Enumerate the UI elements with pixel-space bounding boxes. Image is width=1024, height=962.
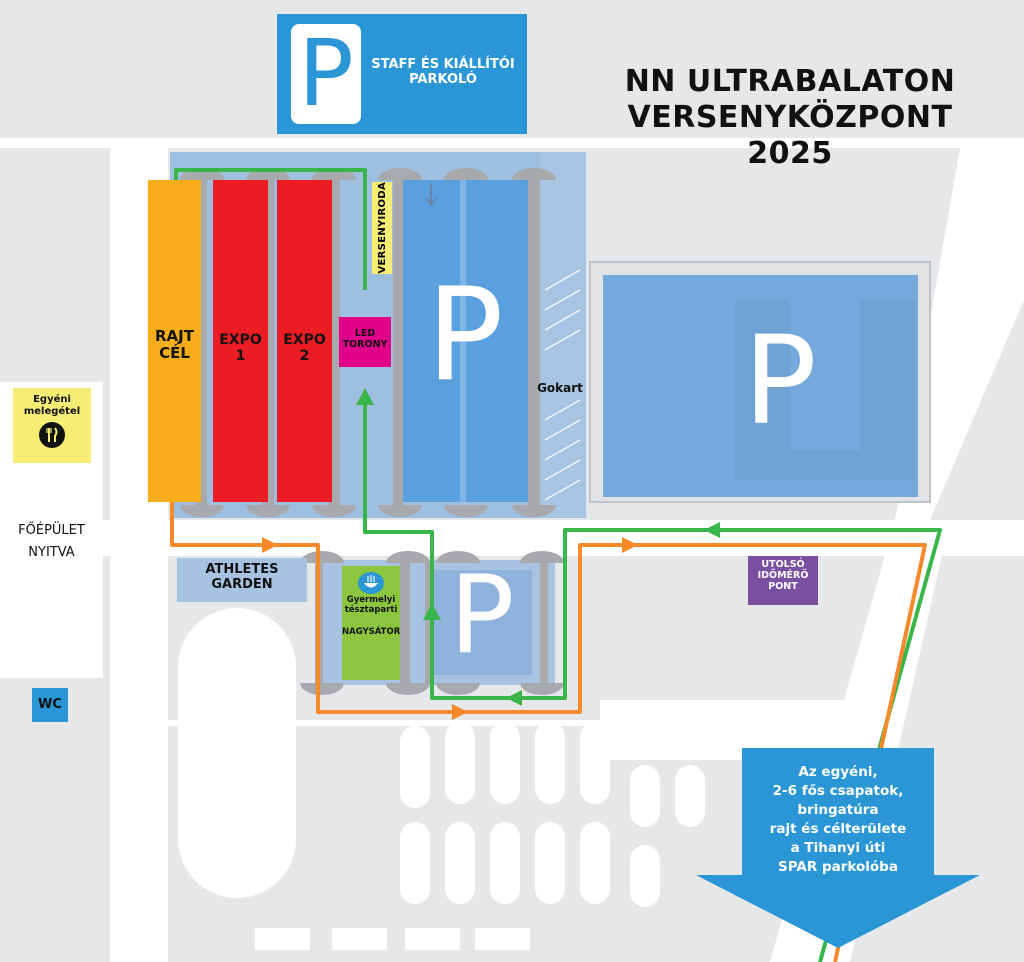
map-title: NN ULTRABALATON VERSENYKÖZPONT 2025 [590, 64, 990, 172]
arches [180, 168, 564, 695]
foepulet-building[interactable]: Egyéni melegétel FŐÉPÜLET NYITVA [0, 382, 103, 678]
torony-label: TORONY [342, 338, 388, 350]
versenyiroda-zone[interactable]: VERSENYIRODA [372, 182, 392, 274]
egyeni-melegetel-zone[interactable]: Egyéni melegétel [13, 388, 91, 463]
staff-parking-label-line1: STAFF ÉS KIÁLLÍTÓI [371, 57, 515, 72]
utolso-idomero-pont-zone[interactable]: UTOLSÓ IDŐMÉRŐ PONT [748, 556, 818, 605]
foepulet-line1: FŐÉPÜLET [18, 523, 85, 538]
parking-lot-south-inner [432, 570, 532, 675]
utolso-label: UTOLSÓ [761, 559, 805, 570]
lane-arrow-icon [425, 183, 437, 207]
athletes-label: ATHLETES [205, 562, 279, 577]
callout-line6: SPAR parkolóba [778, 859, 898, 875]
melegetel-label: melegétel [23, 405, 81, 417]
parking-south-p-icon: P [449, 553, 515, 678]
expo-2-label: EXPO [283, 332, 326, 348]
expo-1-number: 1 [235, 348, 246, 365]
parking-stalls [255, 722, 705, 950]
staff-parking-p-icon: P [291, 24, 361, 124]
staff-parking-sign: P STAFF ÉS KIÁLLÍTÓI PARKOLÓ [277, 14, 527, 134]
parking-main-p-icon: P [426, 261, 504, 410]
athletes-garden-zone[interactable]: ATHLETES GARDEN [177, 558, 307, 602]
route-orange-arrows [262, 537, 638, 720]
foepulet-label: FŐÉPÜLET NYITVA [0, 520, 103, 564]
callout-line2: 2-6 fős csapatok, [772, 783, 904, 799]
map-title-line2: VERSENYKÖZPONT 2025 [627, 100, 953, 171]
nagysator-brand-line2: tésztaparti [344, 604, 398, 615]
led-label: LED [354, 328, 376, 339]
nagysator-label: NAGYSÁTOR [342, 626, 401, 637]
idomero-label: IDŐMÉRŐ [757, 569, 809, 581]
callout-line5: a Tihanyi úti [790, 840, 886, 856]
spar-callout: Az egyéni, 2-6 fős csapatok, bringatúra … [742, 763, 934, 877]
staff-parking-label-line2: PARKOLÓ [409, 71, 477, 87]
nagysator-brand-line1: Gyermelyi [346, 595, 396, 605]
route-orange [170, 478, 927, 962]
cel-label: CÉL [159, 344, 190, 363]
running-track [178, 608, 296, 898]
noodle-bowl-glyph [364, 575, 378, 588]
staff-parking-label: STAFF ÉS KIÁLLÍTÓI PARKOLÓ [363, 57, 523, 88]
gokart-label: Gokart [537, 381, 583, 395]
staff-parking-p-symbol: P [298, 20, 354, 127]
parking-lot-main-edge [540, 152, 586, 518]
pont-label: PONT [768, 580, 798, 592]
garden-label: GARDEN [211, 576, 273, 592]
parking-lot-east-watermark [735, 300, 915, 480]
fork-knife-icon [39, 422, 65, 448]
fork-knife-glyph [46, 427, 58, 442]
expo-2-number: 2 [299, 348, 310, 365]
callout-line4: rajt és célterülete [769, 821, 907, 837]
expo-1-label: EXPO [219, 332, 262, 348]
wc-sign[interactable]: WC [32, 688, 68, 722]
parking-east-p-icon: P [743, 310, 817, 452]
nagysator-zone[interactable]: Gyermelyi tésztaparti NAGYSÁTOR [342, 566, 400, 680]
parking-lot-inner-divider [460, 180, 466, 502]
rajt-cel-zone[interactable]: RAJT CÉL [148, 180, 201, 502]
gokart-hatch [544, 269, 581, 501]
spar-direction-arrow-icon [696, 748, 980, 948]
callout-line1: Az egyéni, [798, 764, 878, 780]
foepulet-line2: NYITVA [28, 545, 75, 560]
egyeni-label: Egyéni [33, 394, 71, 405]
map-title-line1: NN ULTRABALATON [624, 64, 956, 99]
led-torony-zone[interactable]: LED TORONY [339, 317, 391, 367]
callout-line3: bringatúra [797, 802, 879, 818]
expo-2-zone[interactable]: EXPO 2 [277, 180, 332, 502]
noodle-bowl-icon [358, 572, 384, 594]
rajt-label: RAJT [155, 327, 194, 345]
versenyiroda-label: VERSENYIRODA [376, 182, 388, 274]
expo-1-zone[interactable]: EXPO 1 [213, 180, 268, 502]
